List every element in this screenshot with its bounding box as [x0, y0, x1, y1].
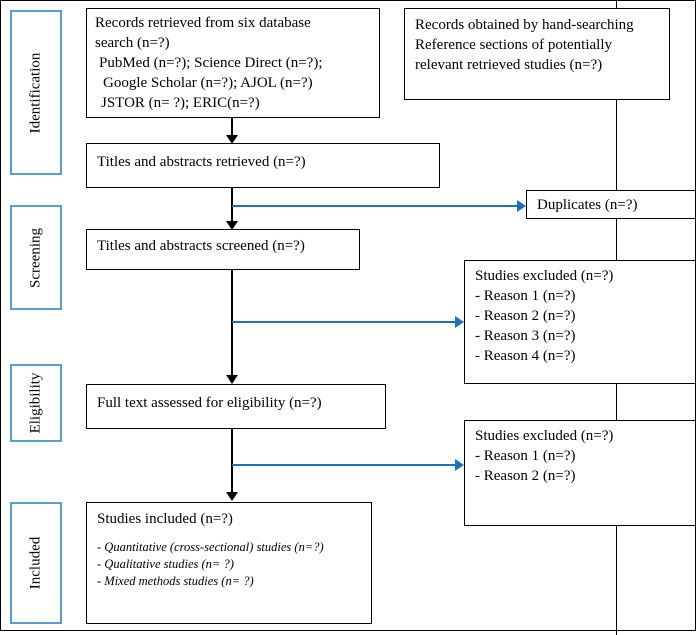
- titles-retrieved-text: Titles and abstracts retrieved (n=?): [97, 154, 306, 170]
- studies-included-mixed: - Mixed methods studies (n= ?): [97, 574, 254, 588]
- studies-included-box: Studies included (n=?) - Quantitative (c…: [86, 502, 372, 624]
- stage-label-screening: Screening: [10, 205, 62, 310]
- database-search-box: Records retrieved from six database sear…: [86, 8, 380, 118]
- duplicates-text: Duplicates (n=?): [537, 197, 638, 213]
- arrow-screened-to-fulltext: [226, 270, 238, 384]
- excluded-eligibility-reason-2: - Reason 2 (n=?): [475, 468, 576, 484]
- studies-included-qualitative: - Qualitative studies (n= ?): [97, 557, 234, 571]
- stage-label-included-text: Included: [27, 536, 44, 590]
- arrow-database-to-retrieved: [226, 118, 238, 144]
- studies-included-title: Studies included (n=?): [97, 511, 233, 527]
- arrow-to-duplicates: [232, 200, 526, 212]
- excluded-eligibility-title: Studies excluded (n=?): [475, 428, 614, 444]
- excluded-screening-title: Studies excluded (n=?): [475, 268, 614, 284]
- excluded-screening-reason-1: - Reason 1 (n=?): [475, 288, 576, 304]
- stage-label-eligibility-text: Eligibility: [27, 372, 44, 434]
- hand-search-line-2: Reference sections of potentially: [415, 37, 613, 53]
- database-search-line-3: PubMed (n=?); Science Direct (n=?);: [99, 55, 323, 71]
- database-search-line-4: Google Scholar (n=?); AJOL (n=?): [103, 75, 313, 91]
- stage-label-screening-text: Screening: [27, 227, 44, 288]
- studies-included-quantitative: - Quantitative (cross-sectional) studies…: [97, 540, 324, 554]
- arrow-fulltext-to-included: [226, 429, 238, 501]
- full-text-box: Full text assessed for eligibility (n=?): [86, 384, 386, 429]
- database-search-line-5: JSTOR (n= ?); ERIC(n=?): [101, 95, 260, 111]
- stage-label-included: Included: [10, 502, 62, 624]
- titles-screened-box: Titles and abstracts screened (n=?): [86, 229, 360, 270]
- excluded-eligibility-reason-1: - Reason 1 (n=?): [475, 448, 576, 464]
- excluded-screening-box: Studies excluded (n=?) - Reason 1 (n=?) …: [464, 260, 696, 384]
- hand-search-box: Records obtained by hand-searching Refer…: [404, 8, 670, 100]
- excluded-eligibility-box: Studies excluded (n=?) - Reason 1 (n=?) …: [464, 420, 696, 526]
- stage-label-identification-text: Identification: [27, 52, 44, 133]
- full-text-text: Full text assessed for eligibility (n=?): [97, 395, 322, 411]
- excluded-screening-reason-4: - Reason 4 (n=?): [475, 348, 576, 364]
- database-search-line-1: Records retrieved from six database: [95, 15, 311, 31]
- arrow-to-excluded-screening: [232, 316, 464, 328]
- duplicates-box: Duplicates (n=?): [526, 190, 696, 219]
- excluded-screening-reason-3: - Reason 3 (n=?): [475, 328, 576, 344]
- excluded-screening-reason-2: - Reason 2 (n=?): [475, 308, 576, 324]
- titles-retrieved-box: Titles and abstracts retrieved (n=?): [86, 143, 440, 188]
- arrow-to-excluded-eligibility: [232, 459, 464, 471]
- hand-search-line-3: relevant retrieved studies (n=?): [415, 57, 603, 73]
- hand-search-line-1: Records obtained by hand-searching: [415, 17, 634, 33]
- database-search-line-2: search (n=?): [95, 35, 170, 51]
- stage-label-eligibility: Eligibility: [10, 364, 62, 442]
- stage-label-identification: Identification: [10, 10, 62, 175]
- titles-screened-text: Titles and abstracts screened (n=?): [97, 238, 305, 254]
